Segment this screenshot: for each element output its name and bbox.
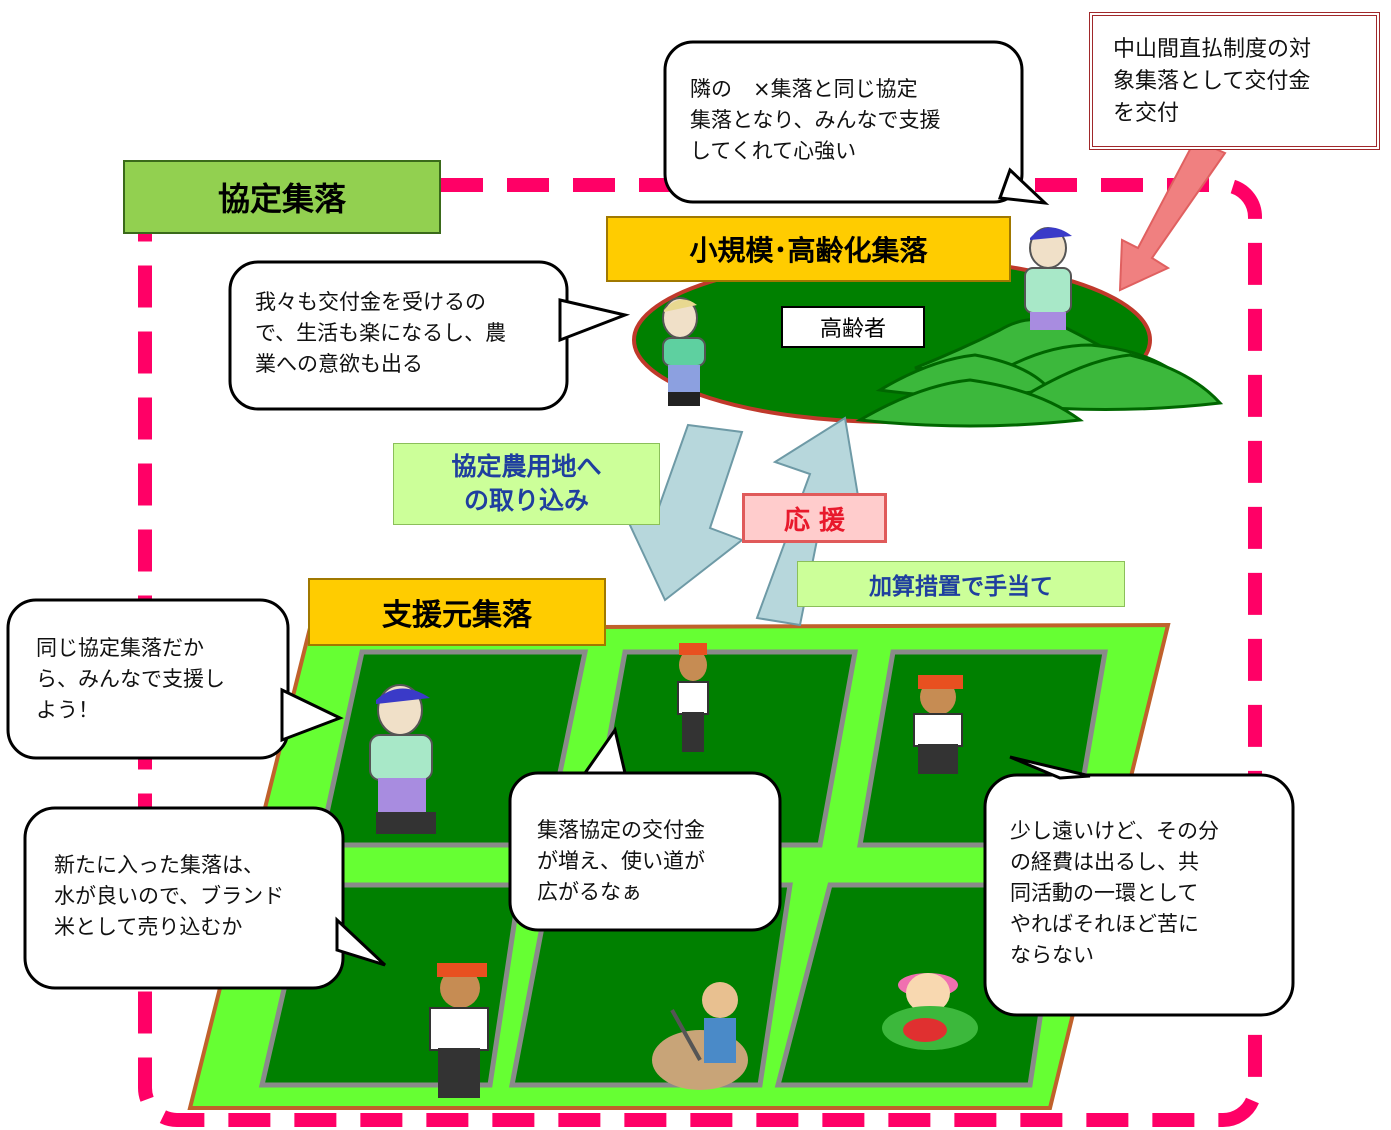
bubble-grant-up-text: 集落協定の交付金 が増え、使い道が 広がるなぁ — [537, 818, 705, 904]
bubble-we-too-text: 我々も交付金を受けるの で、生活も楽になるし、農 業への意欲も出る — [255, 290, 507, 376]
bubble-far-text: 少し遠いけど、その分 の経費は出るし、共 同活動の一環として やればそれほど苦に… — [1010, 819, 1219, 967]
subsidy-box: 中山間直払制度の対 象集落として交付金 を交付 — [1089, 12, 1380, 150]
bubble-neighbor-text: 隣の ×集落と同じ協定 集落となり、みんなで支援 してくれて心強い — [690, 77, 941, 163]
bubble-new-village — [23, 806, 387, 990]
bubble-neighbor — [663, 40, 1050, 205]
bubble-we-too — [228, 260, 631, 411]
bubble-same-group — [6, 598, 344, 760]
bubble-far — [983, 755, 1295, 1017]
elderly-man-top-left — [662, 297, 706, 406]
elderly-man-field — [369, 684, 436, 834]
farmer-with-rake — [652, 982, 748, 1090]
elderly-man-top-right — [1024, 227, 1072, 330]
agreement-boundary — [138, 178, 1262, 1127]
mountains — [855, 318, 1224, 428]
bubble-grant-up — [508, 726, 782, 932]
bubble-same-group-text: 同じ協定集落だか ら、みんなで支援し よう！ — [36, 636, 225, 722]
farmer-bottom-left — [429, 963, 489, 1098]
arrow-subsidy — [1118, 138, 1227, 292]
bubble-new-village-text: 新たに入った集落は、 水が良いので、ブランド 米として売り込むか — [54, 853, 285, 939]
additional-measure-label: 加算措置で手当て — [797, 561, 1125, 607]
support-origin-village-label: 支援元集落 — [308, 578, 606, 646]
woman-with-vegetables — [882, 973, 978, 1050]
small-aging-village-label: 小規模･高齢化集落 — [606, 216, 1011, 282]
support-label: 応 援 — [742, 493, 887, 543]
incorporate-label: 協定農用地へ の取り込み — [393, 443, 660, 525]
elderly-label: 高齢者 — [781, 306, 925, 348]
farmer-right — [913, 675, 963, 774]
agreement-village-label: 協定集落 — [123, 160, 441, 234]
farmer-middle — [677, 643, 709, 752]
